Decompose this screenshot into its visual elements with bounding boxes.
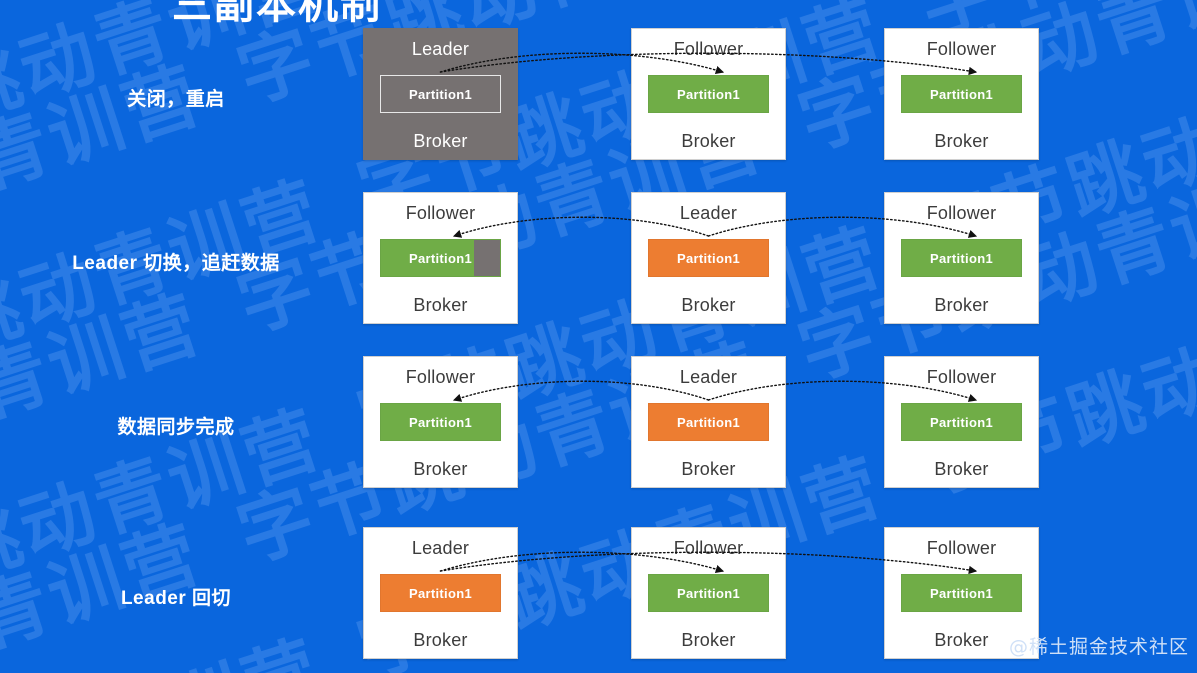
- page-title: 三副本机制: [172, 0, 382, 27]
- partition-label: Partition1: [930, 414, 993, 430]
- broker-name-label: Broker: [413, 630, 468, 650]
- partition-bar[interactable]: Partition1: [901, 574, 1022, 612]
- broker-name-label: Broker: [934, 459, 989, 479]
- broker-name-label: Broker: [681, 131, 736, 151]
- partition-bar[interactable]: Partition1: [380, 239, 501, 277]
- broker-role-label: Leader: [411, 538, 470, 558]
- broker-role-label: Follower: [926, 39, 997, 59]
- broker-role-label: Follower: [926, 203, 997, 223]
- broker-role-label: Follower: [673, 39, 744, 59]
- partition-bar[interactable]: Partition1: [648, 574, 769, 612]
- partition-label: Partition1: [677, 585, 740, 601]
- partition-label: Partition1: [930, 250, 993, 266]
- broker-role-label: Leader: [679, 203, 738, 223]
- broker-role-label: Follower: [405, 203, 476, 223]
- partition-label: Partition1: [930, 585, 993, 601]
- partition-bar[interactable]: Partition1: [648, 403, 769, 441]
- row-label: 关闭，重启: [127, 89, 225, 110]
- partition-label: Partition1: [930, 86, 993, 102]
- partition-label: Partition1: [409, 414, 472, 430]
- broker-role-label: Follower: [673, 538, 744, 558]
- partition-bar[interactable]: Partition1: [380, 75, 501, 113]
- broker-name-label: Broker: [681, 295, 736, 315]
- broker-name-label: Broker: [934, 131, 989, 151]
- partition-label: Partition1: [677, 414, 740, 430]
- partition-bar[interactable]: Partition1: [648, 75, 769, 113]
- broker-role-label: Follower: [926, 367, 997, 387]
- broker-role-label: Leader: [679, 367, 738, 387]
- partition-bar[interactable]: Partition1: [380, 403, 501, 441]
- broker-name-label: Broker: [934, 295, 989, 315]
- row-label: 数据同步完成: [117, 417, 235, 438]
- partition-bar[interactable]: Partition1: [901, 75, 1022, 113]
- broker-name-label: Broker: [681, 459, 736, 479]
- broker-name-label: Broker: [681, 630, 736, 650]
- broker-name-label: Broker: [413, 459, 468, 479]
- partition-bar[interactable]: Partition1: [380, 574, 501, 612]
- partition-label: Partition1: [677, 86, 740, 102]
- row-label: Leader 切换，追赶数据: [72, 253, 280, 274]
- partition-label: Partition1: [409, 585, 472, 601]
- community-credit: @稀土掘金技术社区: [1008, 636, 1189, 658]
- partition-bar[interactable]: Partition1: [901, 239, 1022, 277]
- partition-bar[interactable]: Partition1: [901, 403, 1022, 441]
- row-label: Leader 回切: [120, 588, 232, 609]
- partition-label: Partition1: [409, 250, 472, 266]
- broker-role-label: Follower: [405, 367, 476, 387]
- broker-role-label: Follower: [926, 538, 997, 558]
- broker-role-label: Leader: [411, 39, 470, 59]
- broker-name-label: Broker: [413, 295, 468, 315]
- partition-label: Partition1: [677, 250, 740, 266]
- partition-label: Partition1: [409, 86, 472, 102]
- broker-name-label: Broker: [413, 131, 468, 151]
- partition-bar[interactable]: Partition1: [648, 239, 769, 277]
- broker-name-label: Broker: [934, 630, 989, 650]
- partition-lag-segment: [473, 240, 500, 276]
